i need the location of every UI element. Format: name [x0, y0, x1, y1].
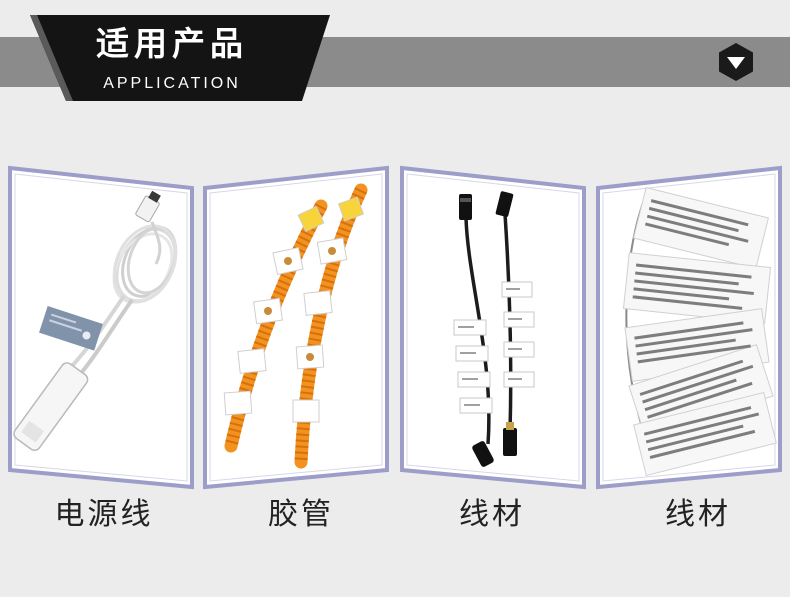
banner-shape	[30, 15, 330, 101]
product-photo	[203, 165, 389, 490]
wire-harness-photo	[453, 191, 535, 467]
product-label: 线材	[665, 497, 731, 532]
product-card-wire	[398, 160, 588, 495]
power-cord-photo	[13, 190, 178, 451]
cable-label-photo	[622, 186, 777, 477]
product-photo	[400, 165, 586, 490]
chevron-down-icon	[719, 43, 753, 81]
product-label: 胶管	[268, 497, 334, 532]
section-subtitle: APPLICATION	[103, 75, 241, 92]
product-photo	[8, 165, 194, 490]
product-photo	[596, 165, 782, 490]
product-card-power-cord	[6, 160, 196, 495]
product-card-cable-labels	[594, 160, 784, 495]
collapse-toggle-button[interactable]	[716, 42, 756, 82]
product-label: 电源线	[54, 497, 154, 532]
section-title: 适用产品	[96, 24, 248, 63]
corrugated-tube-photo	[223, 183, 368, 469]
product-label: 线材	[459, 497, 525, 532]
product-card-hose	[201, 160, 391, 495]
section-banner: 适用产品 APPLICATION	[30, 15, 330, 101]
